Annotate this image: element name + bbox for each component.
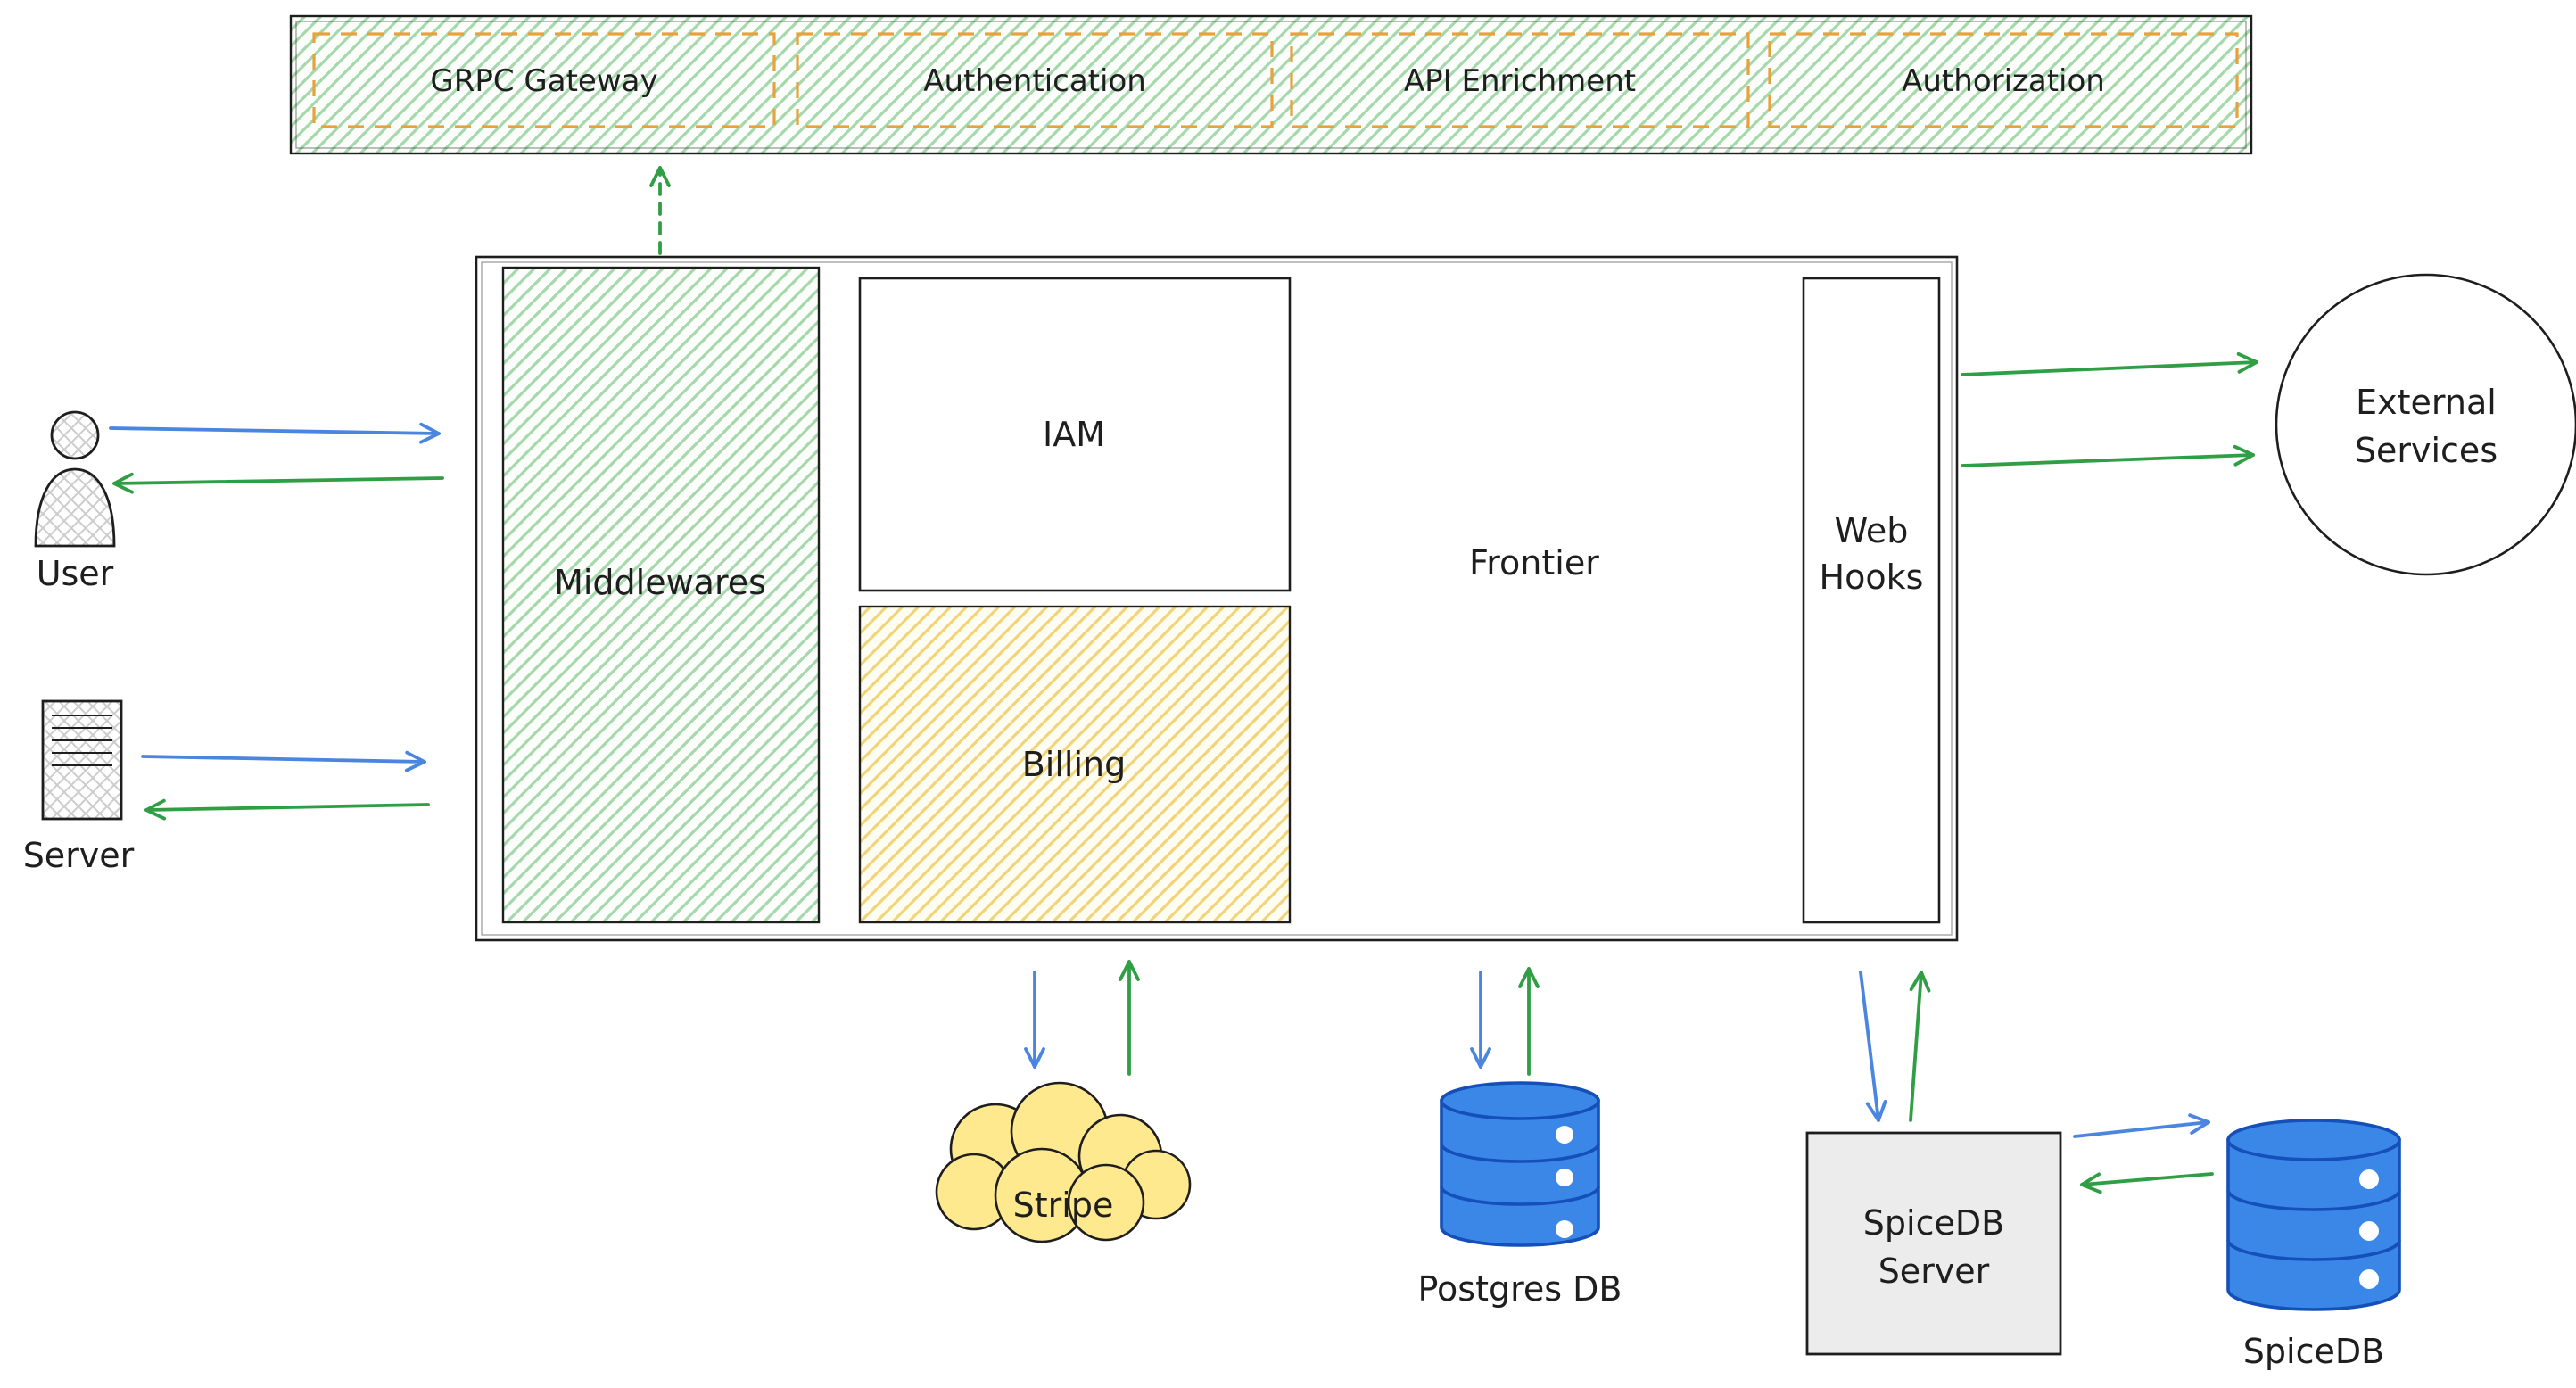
middlewares-box: Middlewares (501, 266, 821, 924)
user-actor: User (34, 410, 116, 593)
user-label: User (37, 554, 114, 593)
frontier-label: Frontier (1469, 543, 1599, 582)
spicedb-server-label-line1: SpiceDB (1863, 1203, 2004, 1243)
arrow-frontier-to-external-2 (1961, 444, 2255, 467)
arrow-server-request (141, 750, 426, 772)
authorization-box: Authorization (1768, 32, 2239, 128)
api-enrichment-box: API Enrichment (1290, 32, 1750, 128)
webhooks-label-line1: Web (1835, 511, 1909, 550)
billing-rect (858, 605, 1292, 924)
frontier-frame-sketch (481, 261, 1953, 936)
webhooks-label-line2: Hooks (1820, 558, 1924, 597)
external-services-label-line2: Services (2355, 431, 2498, 470)
server-actor: Server (23, 699, 135, 875)
arrow-user-response (112, 472, 444, 494)
middlewares-label: Middlewares (554, 563, 766, 602)
webhooks-rect (1802, 277, 1941, 924)
database-cylinder-icon (1440, 1081, 1600, 1247)
authorization-border (1768, 32, 2239, 128)
stripe-cloud: Stripe (935, 1081, 1192, 1243)
pipeline-bar: GRPC Gateway Authentication API Enrichme… (289, 14, 2253, 155)
postgres-db-label: Postgres DB (1417, 1269, 1622, 1309)
external-services-node: External Services (2275, 273, 2576, 576)
arrow-spicedb-server-to-spicedb (2073, 1113, 2210, 1138)
middlewares-rect (501, 266, 821, 924)
spicedb-server-rect (1805, 1131, 2062, 1356)
billing-label: Billing (1022, 745, 1127, 784)
spicedb-label: SpiceDB (2243, 1332, 2384, 1371)
spicedb-server-box: SpiceDB Server (1805, 1131, 2062, 1356)
pipeline-bar-frame (289, 14, 2253, 155)
arrow-server-response (144, 798, 430, 821)
user-icon (34, 410, 116, 548)
arrow-user-request (109, 422, 441, 444)
arrow-frontier-to-spicedb-server (1859, 971, 1887, 1122)
spicedb-server-label-line2: Server (1878, 1252, 1990, 1291)
authentication-label: Authentication (923, 63, 1146, 99)
arrow-spicedb-to-spicedb-server (2080, 1172, 2214, 1194)
external-services-circle (2275, 273, 2576, 576)
webhooks-box: Web Hooks (1802, 277, 1941, 924)
billing-box: Billing (858, 605, 1292, 924)
iam-label: IAM (1043, 415, 1105, 454)
arrow-spicedb-server-to-frontier (1909, 971, 1931, 1122)
grpc-gateway-box: GRPC Gateway (312, 32, 776, 128)
api-enrichment-label: API Enrichment (1404, 63, 1636, 99)
external-services-label-line1: External (2356, 383, 2497, 422)
iam-box: IAM (858, 277, 1292, 592)
database-cylinder-icon (2226, 1119, 2401, 1311)
pipeline-bar-frame-sketch (295, 21, 2247, 149)
stripe-label: Stripe (1013, 1186, 1114, 1225)
server-label: Server (23, 836, 135, 875)
server-icon (41, 699, 123, 821)
iam-rect (858, 277, 1292, 592)
api-enrichment-border (1290, 32, 1750, 128)
postgres-db: Postgres DB (1417, 1081, 1622, 1309)
grpc-gateway-label: GRPC Gateway (430, 63, 657, 99)
spicedb-db: SpiceDB (2226, 1119, 2401, 1371)
arrow-frontier-to-external-1 (1961, 351, 2258, 376)
authentication-box: Authentication (796, 32, 1274, 128)
authentication-border (796, 32, 1274, 128)
authorization-label: Authorization (1902, 63, 2105, 99)
grpc-gateway-border (312, 32, 776, 128)
